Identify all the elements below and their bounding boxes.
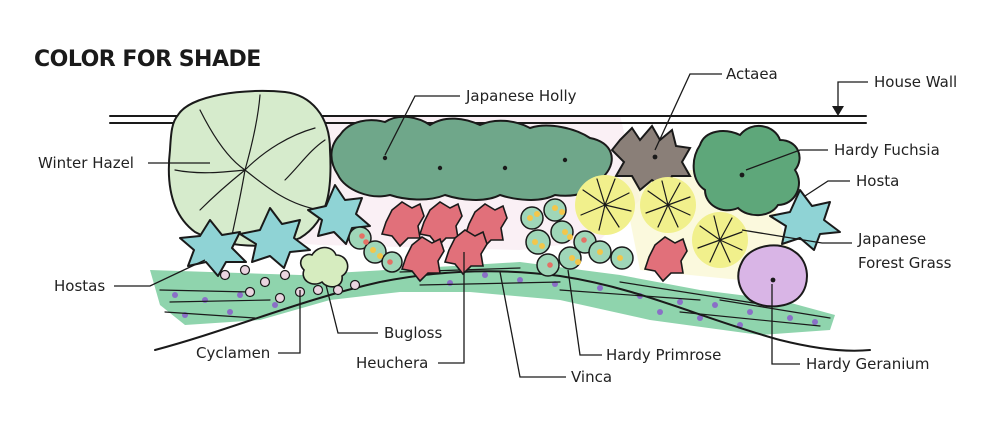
bugloss-plant (301, 248, 348, 287)
label-japanese-holly: Japanese Holly (465, 87, 577, 105)
label-house-wall: House Wall (874, 73, 957, 91)
japanese-holly-shrub (331, 117, 611, 200)
label-japanese-forest-grass-1: Japanese (857, 230, 926, 248)
label-bugloss: Bugloss (384, 324, 442, 342)
label-japanese-forest-grass-2: Forest Grass (858, 254, 952, 272)
label-hardy-primrose: Hardy Primrose (606, 346, 721, 364)
winter-hazel-shrub (169, 91, 331, 246)
label-cyclamen: Cyclamen (196, 344, 270, 362)
page-title: COLOR FOR SHADE (34, 47, 261, 72)
label-heuchera: Heuchera (356, 354, 428, 372)
label-hardy-fuchsia: Hardy Fuchsia (834, 141, 940, 159)
label-hardy-geranium: Hardy Geranium (806, 355, 930, 373)
label-hostas: Hostas (54, 277, 105, 295)
label-hosta: Hosta (856, 172, 899, 190)
label-actaea: Actaea (726, 65, 778, 83)
label-vinca: Vinca (571, 368, 612, 386)
hardy-fuchsia-shrub (694, 126, 800, 215)
label-winter-hazel: Winter Hazel (38, 154, 134, 172)
